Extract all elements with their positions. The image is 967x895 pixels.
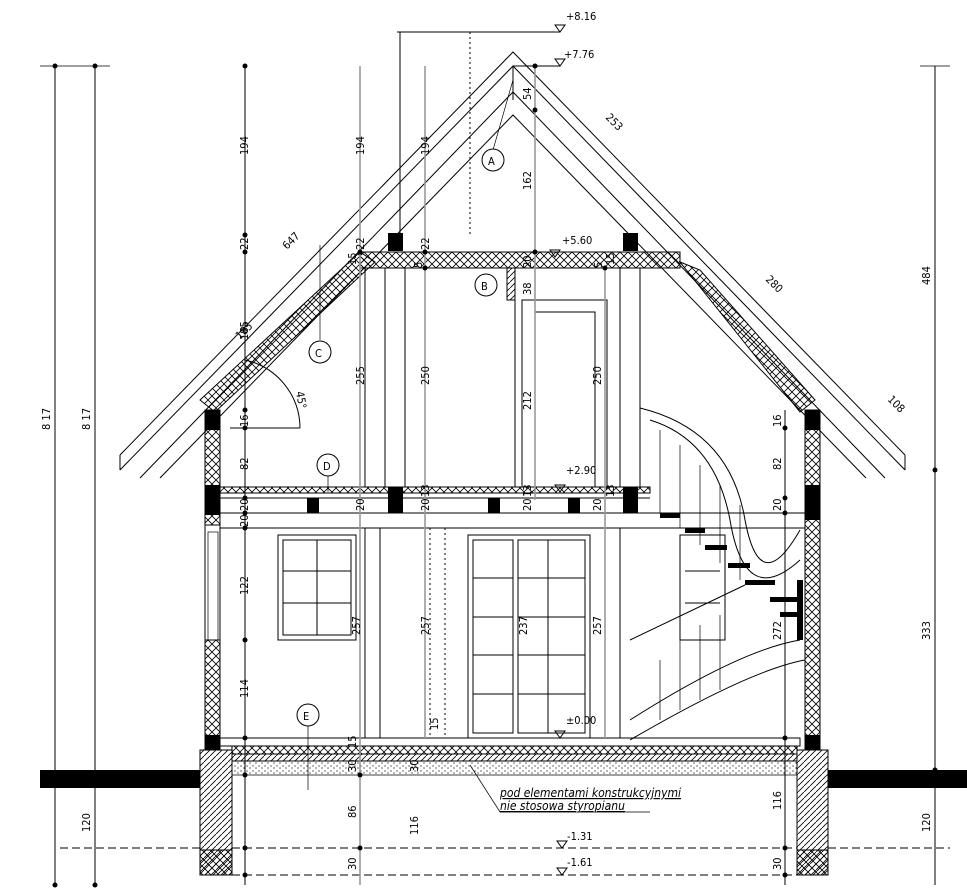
dim-label: 30 [346, 759, 359, 772]
foundation [60, 749, 950, 876]
dim-label: 20 [771, 498, 784, 511]
dim-label: 22 [622, 237, 635, 250]
dim-label: 15 [604, 252, 617, 265]
roof [119, 31, 906, 479]
window-left [277, 534, 357, 641]
first-floor-slab [219, 486, 805, 529]
note-line-2: nie stosowa styropianu [500, 799, 625, 813]
dim-total-outer: 8 17 [40, 408, 53, 430]
partitions [364, 267, 641, 738]
section-label-a: A [488, 155, 495, 168]
dim-label: 86 [346, 805, 359, 818]
dim-label: 13 [604, 484, 617, 497]
dim-label: 5 [412, 262, 425, 268]
dim-label: 30 [346, 857, 359, 870]
section-marker-b [474, 273, 498, 297]
dim-label: 13 [521, 484, 534, 497]
dim-roof-left-slope: 647 [280, 230, 303, 253]
dim-label: 22 [238, 237, 251, 250]
section-label-c: C [315, 347, 322, 360]
section-marker-a [481, 148, 505, 172]
dim-label: 22 [354, 237, 367, 250]
dim-label: 116 [771, 791, 784, 810]
dim-ridge-height: 54 [521, 87, 534, 100]
dim-label: 185 [238, 321, 251, 340]
dim-label: 250 [419, 366, 432, 385]
dim-roof-right-lower: 108 [885, 393, 908, 416]
dim-right-lower: 333 [920, 621, 933, 640]
dim-label: 82 [238, 457, 251, 470]
dim-label: 22 [419, 237, 432, 250]
note-line-1: pod elementami konstrukcyjnymi [499, 786, 681, 800]
dim-label: 20 [238, 514, 251, 527]
dim-label: 250 [591, 366, 604, 385]
dim-label: 255 [354, 366, 367, 385]
dim-roof-right-mid: 280 [763, 273, 786, 296]
dim-label: 257 [419, 616, 432, 635]
dim-label: 30 [771, 857, 784, 870]
dim-roof-angle: 45° [293, 390, 309, 410]
dim-label: 237 [517, 616, 530, 635]
section-marker-d [316, 453, 340, 477]
dim-right-foundation: 120 [920, 813, 933, 832]
attic-floor [359, 251, 681, 269]
dim-right-upper: 484 [920, 266, 933, 285]
dim-label: 82 [771, 457, 784, 470]
dim-label: 162 [521, 171, 534, 190]
balcony-door [467, 534, 591, 739]
dim-label: 257 [350, 616, 363, 635]
dim-label: 20 [354, 498, 367, 511]
elevation-foundation-top: -1.31 [567, 830, 593, 843]
window-right [679, 534, 726, 641]
dim-label: 38 [521, 282, 534, 295]
dim-roof-left-lower: 185 [233, 320, 256, 343]
section-marker-e [296, 703, 320, 727]
dim-label: 20 [591, 498, 604, 511]
dim-label: 20 [521, 498, 534, 511]
dim-label: 194 [238, 136, 251, 155]
walls [204, 409, 821, 751]
dim-total-inner: 8 17 [80, 408, 93, 430]
dimension-labels: 8 17 8 17 120 120 484 333 194 22 185 16 … [40, 87, 933, 870]
dim-label: 5 [592, 262, 605, 268]
ground-line [40, 770, 967, 788]
elevation-markers: +8.16 +7.76 +5.60 +2.90 ±0.00 -1.31 -1.6… [473, 10, 596, 876]
dim-label: 16 [238, 414, 251, 427]
section-label-e: E [303, 710, 309, 723]
elevation-foundation-bottom: -1.61 [567, 856, 593, 869]
elevation-attic: +5.60 [562, 234, 592, 247]
dim-label: 114 [238, 679, 251, 698]
dim-label: 272 [771, 621, 784, 640]
staircase [629, 407, 806, 741]
ground-floor-slab [219, 737, 801, 776]
construction-note: pod elementami konstrukcyjnymi nie stoso… [469, 764, 681, 813]
dim-label: 122 [238, 576, 251, 595]
dim-label: 212 [521, 391, 534, 410]
dimension-lines [40, 63, 950, 888]
section-label-b: B [481, 280, 488, 293]
elevation-ground-floor: ±0.00 [566, 714, 596, 727]
elevation-first-floor: +2.90 [566, 464, 596, 477]
section-marker-c [308, 340, 332, 364]
dim-roof-right-upper: 253 [603, 111, 626, 134]
dim-label: 20 [419, 498, 432, 511]
dim-label: 15 [346, 735, 359, 748]
dim-label: 257 [591, 616, 604, 635]
dim-label: 13 [419, 484, 432, 497]
dim-label: 20 [521, 255, 534, 268]
dim-label: 30 [408, 759, 421, 772]
elevation-ridge: +7.76 [564, 48, 594, 61]
dim-label: 15 [346, 252, 359, 265]
dim-label: 116 [408, 816, 421, 835]
dim-label: 16 [771, 414, 784, 427]
dim-label: 20 [238, 498, 251, 511]
dim-left-foundation: 120 [80, 813, 93, 832]
section-markers: A B C D E [296, 79, 514, 790]
dim-label: 15 [428, 717, 441, 730]
section-label-d: D [323, 460, 331, 473]
dim-label: 194 [419, 136, 432, 155]
elevation-ridge-top: +8.16 [566, 10, 596, 23]
dim-label: 194 [354, 136, 367, 155]
